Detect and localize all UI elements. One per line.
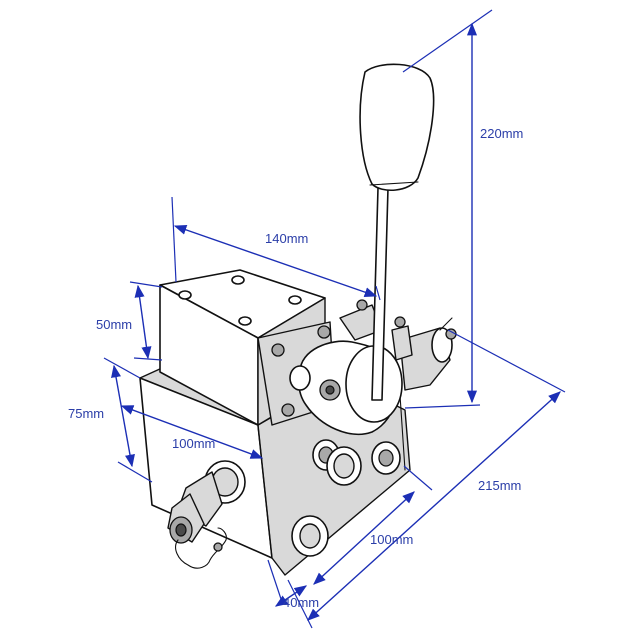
- bottom-port: [291, 515, 329, 557]
- dim-lever-height: 220mm: [402, 9, 523, 409]
- dim-valve-length: 140mm: [171, 196, 381, 301]
- label-75mm: 75mm: [68, 406, 104, 421]
- dim-block-width: 100mm: [120, 405, 264, 459]
- valve-assembly: [139, 63, 457, 576]
- side-port-fitting: [167, 460, 246, 569]
- dim-valve-height: 50mm: [96, 281, 163, 361]
- label-215mm: 215mm: [478, 478, 521, 493]
- label-100mm-depth: 100mm: [370, 532, 413, 547]
- label-140mm: 140mm: [265, 231, 308, 246]
- label-40mm: 40mm: [283, 595, 319, 610]
- label-50mm: 50mm: [96, 317, 132, 332]
- lever-handle: [359, 63, 435, 401]
- dim-port-offset: 40mm: [267, 559, 319, 610]
- dim-block-depth: 100mm: [313, 465, 433, 585]
- label-100mm-width: 100mm: [172, 436, 215, 451]
- dim-block-height: 75mm: [68, 357, 153, 483]
- dimension-annotations: 220mm 140mm 50mm 75mm 100mm: [68, 9, 566, 629]
- label-220mm: 220mm: [480, 126, 523, 141]
- solenoid-right: [339, 299, 457, 391]
